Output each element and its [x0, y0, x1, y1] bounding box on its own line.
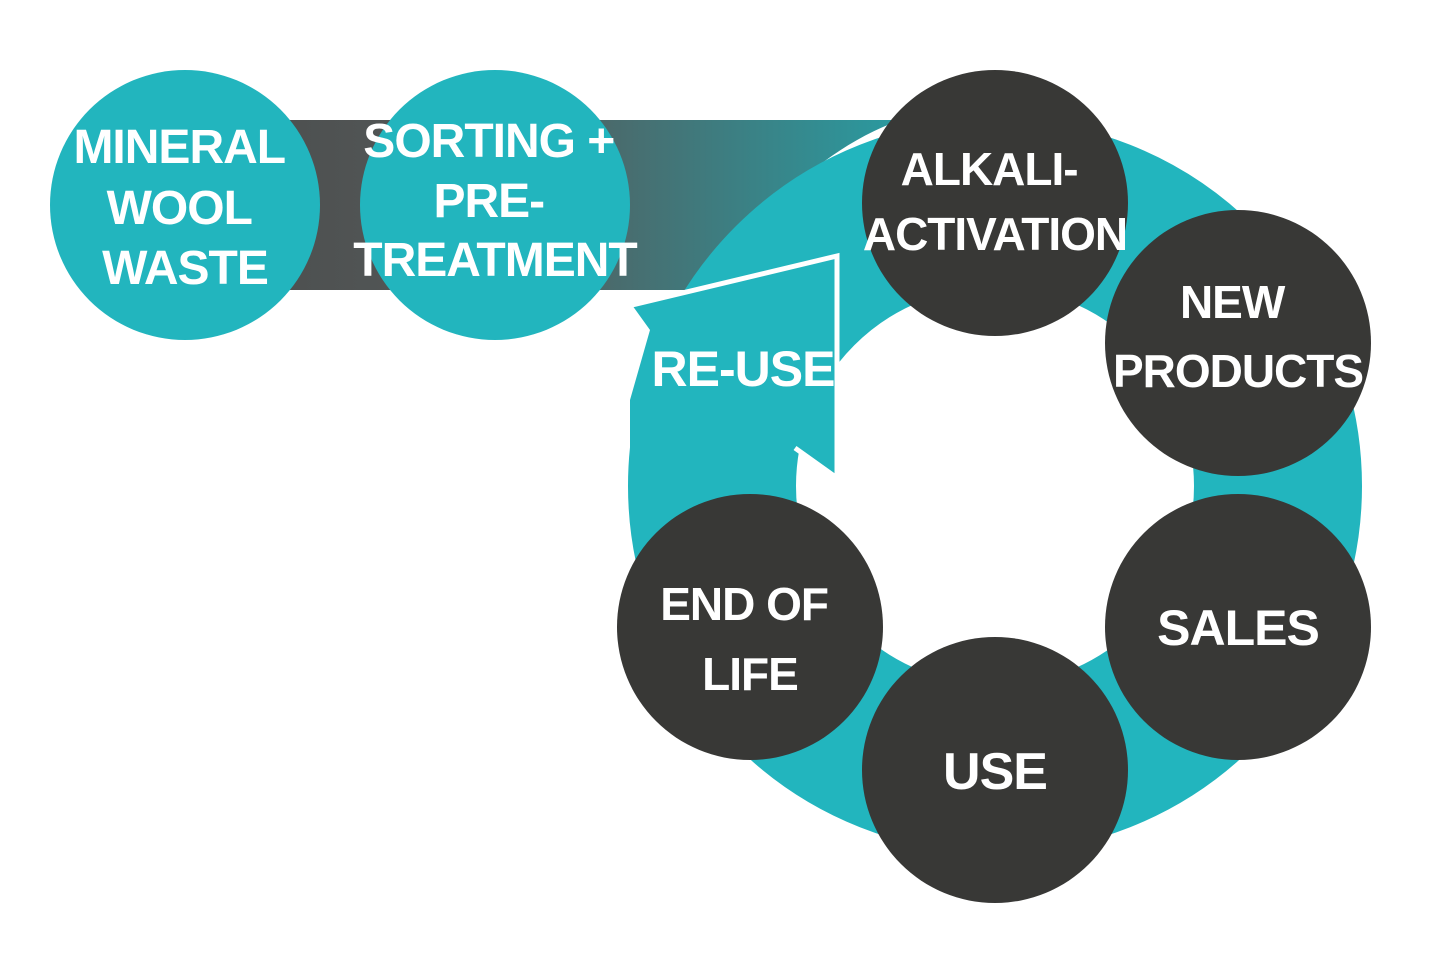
use-line-1: USE	[943, 743, 1047, 801]
reuse-arrow: RE-USE	[630, 252, 840, 483]
node-new-products: NEW PRODUCTS	[1105, 210, 1371, 476]
node-use: USE	[862, 637, 1128, 903]
node-circle	[1105, 210, 1371, 476]
new-products-line-2: PRODUCTS	[1113, 345, 1363, 397]
alkali-line-1: ALKALI-	[901, 143, 1078, 195]
reuse-label: RE-USE	[652, 341, 835, 397]
svg-text:ALKALI- ACTIVATION: ALKALI- ACTIVATION	[863, 143, 1127, 260]
mineral-wool-waste-line-1: MINERAL	[73, 121, 284, 174]
sorting-line-3: TREATMENT	[353, 234, 637, 287]
node-circle	[50, 70, 320, 340]
node-end-of-life: END OF LIFE	[617, 494, 883, 760]
sales-line-1: SALES	[1157, 600, 1319, 656]
node-sales: SALES	[1105, 494, 1371, 760]
sorting-line-2: PRE-	[433, 175, 544, 228]
svg-text:END OF LIFE: END OF LIFE	[660, 578, 840, 700]
svg-text:MINERAL WOOL WASTE: MINERAL WOOL WASTE	[73, 121, 296, 295]
svg-text:USE: USE	[943, 743, 1047, 801]
end-of-life-line-2: LIFE	[702, 648, 798, 700]
node-mineral-wool-waste: MINERAL WOOL WASTE	[50, 70, 320, 340]
node-circle	[617, 494, 883, 760]
new-products-line-1: NEW	[1180, 276, 1286, 328]
node-circle	[862, 70, 1128, 336]
svg-text:NEW PRODUCTS: NEW PRODUCTS	[1113, 276, 1363, 397]
mineral-wool-waste-line-2: WOOL	[107, 182, 252, 235]
alkali-line-2: ACTIVATION	[863, 208, 1127, 260]
mineral-wool-waste-line-3: WASTE	[102, 242, 268, 295]
node-circle	[862, 637, 1128, 903]
svg-text:SORTING + PRE- TRE: SORTING + PRE- TREATMENT	[353, 115, 637, 287]
node-circle	[360, 70, 630, 340]
sorting-line-1: SORTING +	[363, 115, 614, 168]
svg-text:SALES: SALES	[1157, 600, 1319, 656]
node-circle	[1105, 494, 1371, 760]
reuse-arrow-outline	[631, 252, 840, 483]
node-alkali-activation: ALKALI- ACTIVATION	[862, 70, 1128, 336]
end-of-life-line-1: END OF	[660, 578, 828, 630]
node-sorting-pretreatment: SORTING + PRE- TREATMENT	[353, 70, 638, 340]
reuse-arrow-shape	[630, 256, 837, 478]
